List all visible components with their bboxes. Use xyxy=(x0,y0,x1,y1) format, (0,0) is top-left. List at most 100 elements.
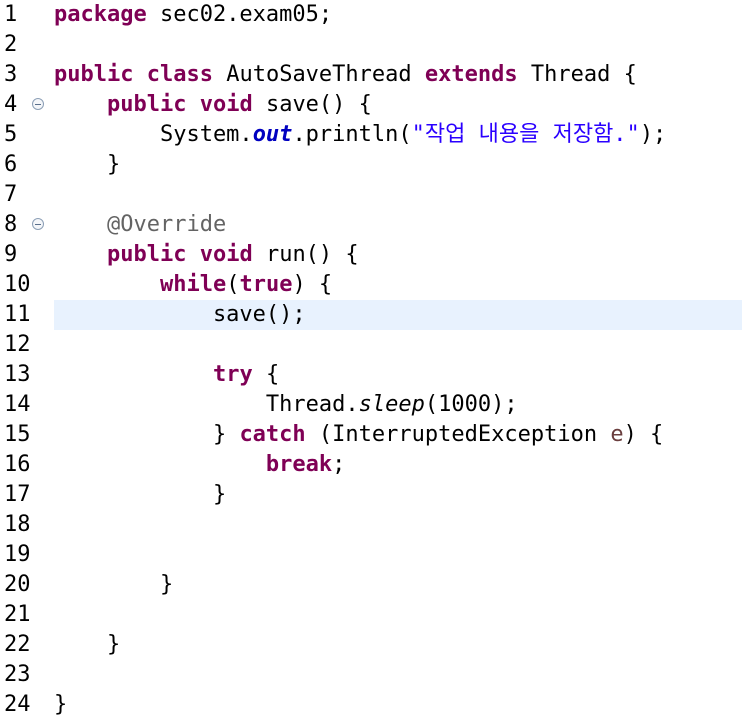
collapse-fold-icon[interactable] xyxy=(32,218,44,230)
code-token: .println( xyxy=(292,122,412,147)
line-number: 3 xyxy=(4,62,18,87)
code-line[interactable]: 11 save(); xyxy=(0,300,742,330)
line-number: 19 xyxy=(4,542,31,567)
code-line[interactable]: 21 xyxy=(0,600,742,630)
code-text[interactable]: public class AutoSaveThread extends Thre… xyxy=(54,60,637,90)
code-line[interactable]: 19 xyxy=(0,540,742,570)
code-token xyxy=(54,362,213,387)
code-line[interactable]: 6 } xyxy=(0,150,742,180)
code-line[interactable]: 9 public void run() { xyxy=(0,240,742,270)
code-token: } xyxy=(54,692,68,717)
code-text[interactable]: save(); xyxy=(54,300,306,330)
code-token: "작업 내용을 저장함." xyxy=(411,122,640,147)
code-token: (InterruptedException xyxy=(305,422,611,447)
code-token xyxy=(54,242,107,267)
code-token xyxy=(133,62,146,87)
code-line[interactable]: 7 xyxy=(0,180,742,210)
code-text[interactable]: System.out.println("작업 내용을 저장함."); xyxy=(54,120,666,150)
code-token: ; xyxy=(332,452,346,477)
line-number: 18 xyxy=(4,512,31,537)
code-token: sec02.exam05; xyxy=(146,2,333,27)
line-number: 24 xyxy=(4,692,31,717)
code-token: try xyxy=(212,362,253,387)
code-token xyxy=(54,452,266,477)
code-token: void xyxy=(199,92,253,117)
code-line[interactable]: 2 xyxy=(0,30,742,60)
line-number: 8 xyxy=(4,212,18,237)
code-text[interactable]: } catch (InterruptedException e) { xyxy=(54,420,663,450)
code-line[interactable]: 5 System.out.println("작업 내용을 저장함."); xyxy=(0,120,742,150)
code-text[interactable]: } xyxy=(54,690,67,720)
code-token: run() { xyxy=(252,242,359,267)
code-token: } xyxy=(54,152,121,177)
code-text[interactable]: } xyxy=(54,480,226,510)
code-token: (1000); xyxy=(424,392,518,417)
code-token: @Override xyxy=(106,212,227,237)
code-token: class xyxy=(146,62,213,87)
code-text[interactable]: public void run() { xyxy=(54,240,359,270)
code-token: } xyxy=(54,422,240,447)
line-number: 11 xyxy=(4,302,31,327)
code-token: System. xyxy=(54,122,253,147)
code-line[interactable]: 10 while(true) { xyxy=(0,270,742,300)
code-token: } xyxy=(54,632,121,657)
line-number: 6 xyxy=(4,152,18,177)
code-token: save() { xyxy=(252,92,372,117)
code-token: ) { xyxy=(623,422,664,447)
line-number: 15 xyxy=(4,422,31,447)
collapse-fold-icon[interactable] xyxy=(32,98,44,110)
line-number: 2 xyxy=(4,32,18,57)
code-token: { xyxy=(252,362,280,387)
code-token: sleep xyxy=(358,392,425,417)
line-number: 13 xyxy=(4,362,31,387)
code-line[interactable]: 20 } xyxy=(0,570,742,600)
code-text[interactable]: } xyxy=(54,150,120,180)
code-token: public xyxy=(106,242,187,267)
code-line[interactable]: 18 xyxy=(0,510,742,540)
line-number: 21 xyxy=(4,602,31,627)
code-token xyxy=(54,212,107,237)
line-number: 22 xyxy=(4,632,31,657)
code-token: e xyxy=(610,422,624,447)
code-line[interactable]: 12 xyxy=(0,330,742,360)
code-text[interactable]: while(true) { xyxy=(54,270,332,300)
code-line[interactable]: 17 } xyxy=(0,480,742,510)
code-line[interactable]: 4 public void save() { xyxy=(0,90,742,120)
code-token: Thread { xyxy=(517,62,637,87)
code-token: Thread. xyxy=(54,392,359,417)
code-line[interactable]: 3 public class AutoSaveThread extends Thr… xyxy=(0,60,742,90)
code-token: break xyxy=(265,452,333,477)
code-token: package xyxy=(54,2,147,27)
code-token: out xyxy=(252,122,293,147)
line-number: 16 xyxy=(4,452,31,477)
line-number: 4 xyxy=(4,92,18,117)
code-text[interactable]: Thread.sleep(1000); xyxy=(54,390,518,420)
code-line[interactable]: 16 break; xyxy=(0,450,742,480)
code-text[interactable]: public void save() { xyxy=(54,90,372,120)
code-line[interactable]: 23 xyxy=(0,660,742,690)
code-token: ) { xyxy=(292,272,333,297)
code-text[interactable]: @Override xyxy=(54,210,226,240)
code-line[interactable]: 8 @Override xyxy=(0,210,742,240)
code-line[interactable]: 15 } catch (InterruptedException e) { xyxy=(0,420,742,450)
code-text[interactable]: } xyxy=(54,630,120,660)
code-line[interactable]: 24} xyxy=(0,690,742,720)
code-token: } xyxy=(54,572,174,597)
code-text[interactable]: break; xyxy=(54,450,345,480)
code-text[interactable]: } xyxy=(54,570,173,600)
line-number: 17 xyxy=(4,482,31,507)
code-text[interactable]: package sec02.exam05; xyxy=(54,0,332,30)
current-line-highlight xyxy=(54,300,742,330)
code-line[interactable]: 14 Thread.sleep(1000); xyxy=(0,390,742,420)
code-text[interactable]: try { xyxy=(54,360,279,390)
code-token: public xyxy=(54,62,134,87)
code-token: void xyxy=(199,242,253,267)
code-token: ( xyxy=(226,272,240,297)
code-line[interactable]: 22 } xyxy=(0,630,742,660)
line-number: 23 xyxy=(4,662,31,687)
code-line[interactable]: 13 try { xyxy=(0,360,742,390)
line-number: 10 xyxy=(4,272,31,297)
code-token xyxy=(54,272,160,297)
